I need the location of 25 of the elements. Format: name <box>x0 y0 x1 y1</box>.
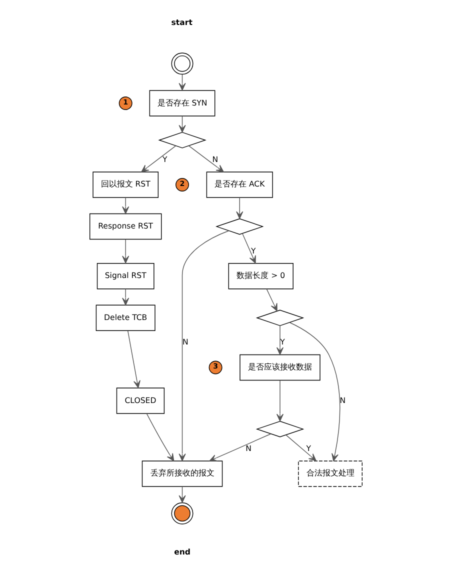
arrow <box>276 380 284 422</box>
arrow <box>128 330 140 388</box>
arrow <box>242 233 256 264</box>
arrow <box>289 322 340 462</box>
node-circle: 1 <box>118 96 132 110</box>
arrow <box>122 239 130 264</box>
node-circle <box>171 52 194 75</box>
arrow <box>209 434 272 462</box>
node-diamond <box>256 420 304 438</box>
node-diamond <box>216 218 264 235</box>
arrow <box>286 434 316 462</box>
node-circle: 2 <box>176 178 189 192</box>
arrow <box>188 145 224 172</box>
arrow <box>146 413 174 462</box>
arrow <box>122 197 130 214</box>
arrow <box>141 145 176 172</box>
node-diamond <box>158 132 206 148</box>
node-diamond <box>256 310 304 326</box>
node-circle <box>171 502 194 524</box>
arrow <box>266 288 278 312</box>
arrow <box>122 288 130 306</box>
arrow <box>276 325 284 355</box>
arrow <box>178 230 230 462</box>
node-circle: 3 <box>208 360 222 374</box>
arrow <box>236 197 244 219</box>
